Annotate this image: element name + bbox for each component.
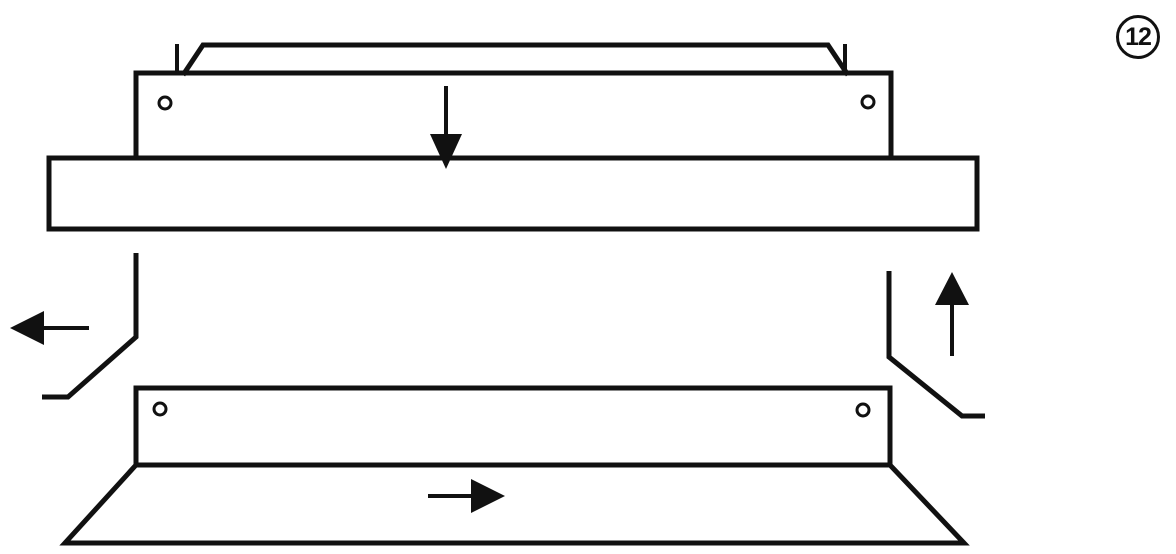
arrow-down-icon bbox=[430, 86, 462, 169]
arrow-right-icon bbox=[428, 479, 505, 513]
right-side-bracket bbox=[886, 271, 985, 419]
upper-left-screw-hole bbox=[157, 95, 173, 111]
top-cover bbox=[175, 42, 851, 77]
arrow-up-icon bbox=[935, 272, 969, 356]
bottom-base bbox=[59, 462, 970, 546]
lower-left-screw-hole bbox=[152, 401, 168, 417]
lower-bracket bbox=[133, 385, 893, 468]
step-number-badge: 12 bbox=[1116, 15, 1160, 59]
main-panel bbox=[46, 155, 980, 232]
left-side-bracket bbox=[42, 253, 139, 400]
upper-bracket bbox=[133, 70, 894, 158]
lower-right-screw-hole bbox=[855, 402, 871, 418]
upper-right-screw-hole bbox=[860, 94, 876, 110]
arrow-left-icon bbox=[10, 311, 89, 345]
